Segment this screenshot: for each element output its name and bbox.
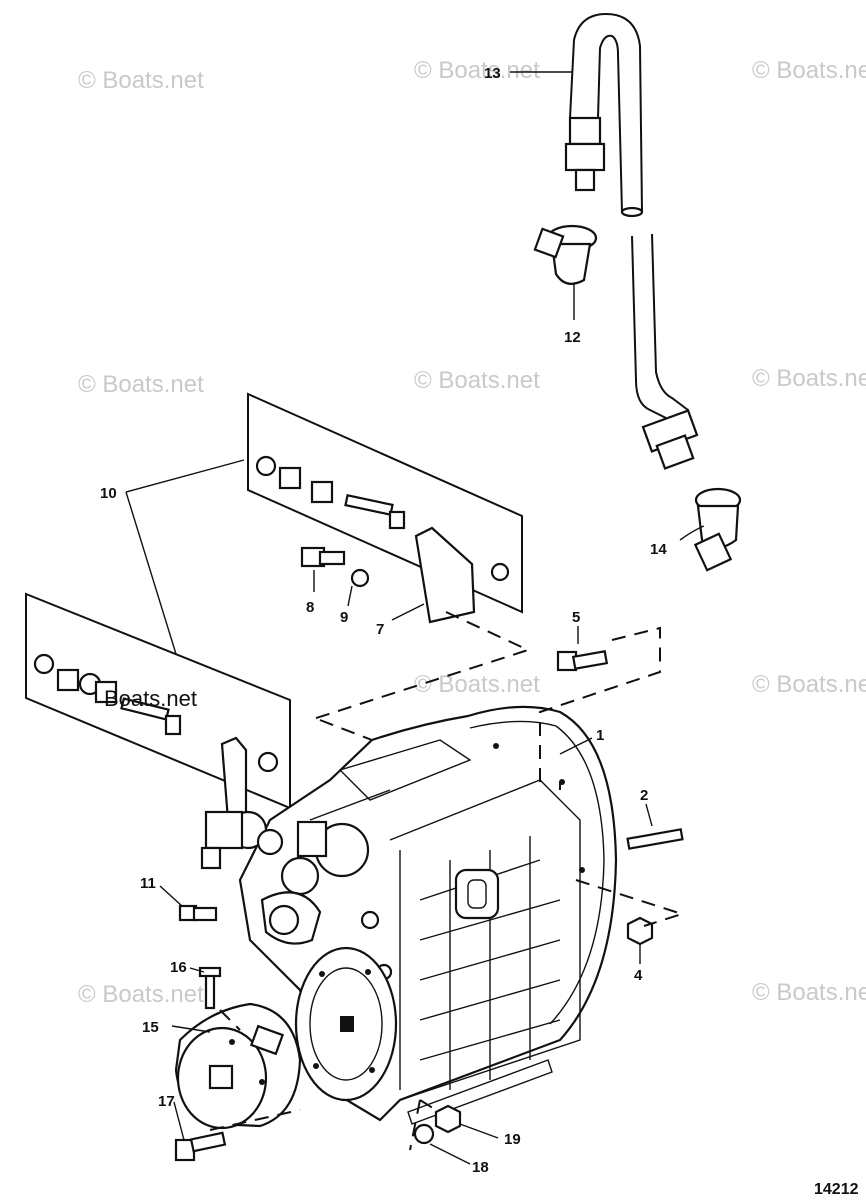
watermark: © Boats.net bbox=[78, 371, 204, 398]
watermark: © Boats.net bbox=[752, 979, 866, 1006]
callout-15: 15 bbox=[142, 1019, 159, 1036]
watermark: © Boats.net bbox=[414, 57, 540, 84]
callout-5: 5 bbox=[572, 609, 580, 626]
callout-17: 17 bbox=[158, 1093, 175, 1110]
watermark: © Boats.net bbox=[752, 365, 866, 392]
callout-18: 18 bbox=[472, 1159, 489, 1176]
watermark: © Boats.net bbox=[752, 57, 866, 84]
callout-7: 7 bbox=[376, 621, 384, 638]
leader-lines bbox=[125, 71, 705, 1165]
callout-1: 1 bbox=[596, 727, 604, 744]
watermark: © Boats.net bbox=[414, 671, 540, 698]
callout-8: 8 bbox=[306, 599, 314, 616]
callout-4: 4 bbox=[634, 967, 643, 984]
callout-12: 12 bbox=[564, 329, 581, 346]
callout-16: 16 bbox=[170, 959, 187, 976]
watermark: © Boats.net bbox=[752, 671, 866, 698]
callout-2: 2 bbox=[640, 787, 648, 804]
callout-9: 9 bbox=[340, 609, 348, 626]
callout-19: 19 bbox=[504, 1131, 521, 1148]
callout-11: 11 bbox=[140, 875, 156, 892]
watermark: © Boats.net bbox=[78, 981, 204, 1008]
coupler-assembly bbox=[174, 650, 684, 1162]
callout-10: 10 bbox=[100, 485, 117, 502]
overlay-label: Boats.net bbox=[104, 686, 197, 711]
callout-14: 14 bbox=[650, 541, 667, 558]
watermark: © Boats.net bbox=[414, 367, 540, 394]
callout-13: 13 bbox=[484, 65, 501, 82]
hose-assembly bbox=[533, 12, 742, 572]
transmission-body bbox=[200, 705, 618, 1125]
figure-number: 14212 bbox=[814, 1181, 859, 1198]
watermark: © Boats.net bbox=[78, 67, 204, 94]
bracket-kit-upper bbox=[247, 392, 523, 624]
bracket-kit-lower bbox=[25, 592, 291, 822]
assembly-lines bbox=[209, 611, 686, 1151]
callouts: 1 2 4 5 7 8 9 10 11 12 13 14 15 16 17 18… bbox=[100, 65, 667, 1176]
